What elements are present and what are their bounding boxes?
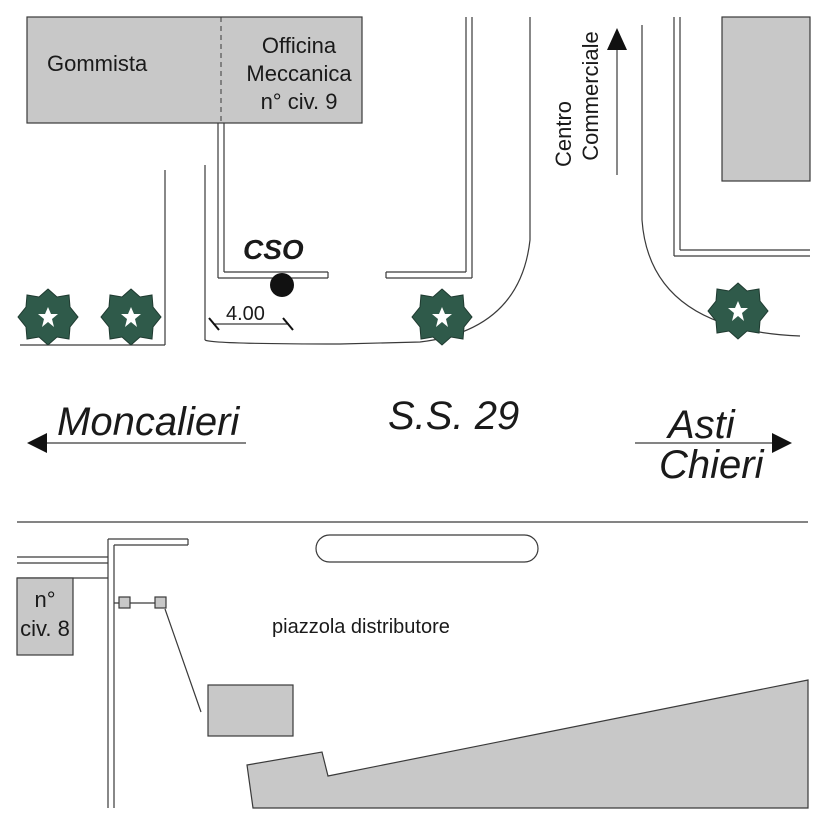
cso-marker [270,273,294,297]
curbs-lower [17,538,202,808]
arrow-moncalieri [27,433,246,453]
tree-icon [411,288,473,346]
building-civ8 [16,577,74,656]
label-moncalieri: Moncalieri [57,400,240,444]
post-left [118,596,131,609]
building-gommista-officina [26,16,363,124]
label-civ8-2: civ. 8 [20,616,70,641]
label-asti: Asti [666,403,736,447]
arrow-asti-chieri [635,433,792,453]
label-officina-3: n° civ. 9 [261,89,338,114]
post-right [154,596,167,609]
tree-icon [707,282,769,340]
label-gommista: Gommista [47,51,148,76]
tree-icon [100,288,162,346]
traffic-island [315,534,539,563]
label-officina-1: Officina [262,33,337,58]
label-piazzola: piazzola distributore [272,616,450,638]
tree-icon [17,288,79,346]
label-centro: Centro [551,101,576,167]
label-civ8-1: n° [34,587,55,612]
building-distributore [246,679,809,809]
building-kiosk [207,684,294,737]
label-cso: CSO [243,234,304,265]
arrow-centro-commerciale [607,28,627,175]
dimension-line [208,317,294,331]
label-commerciale: Commerciale [578,31,603,161]
building-right [721,16,811,182]
label-dimension: 4.00 [226,303,265,325]
label-road: S.S. 29 [388,394,519,438]
curbs-upper [20,17,810,346]
label-officina-2: Meccanica [246,61,352,86]
label-chieri: Chieri [659,443,765,487]
